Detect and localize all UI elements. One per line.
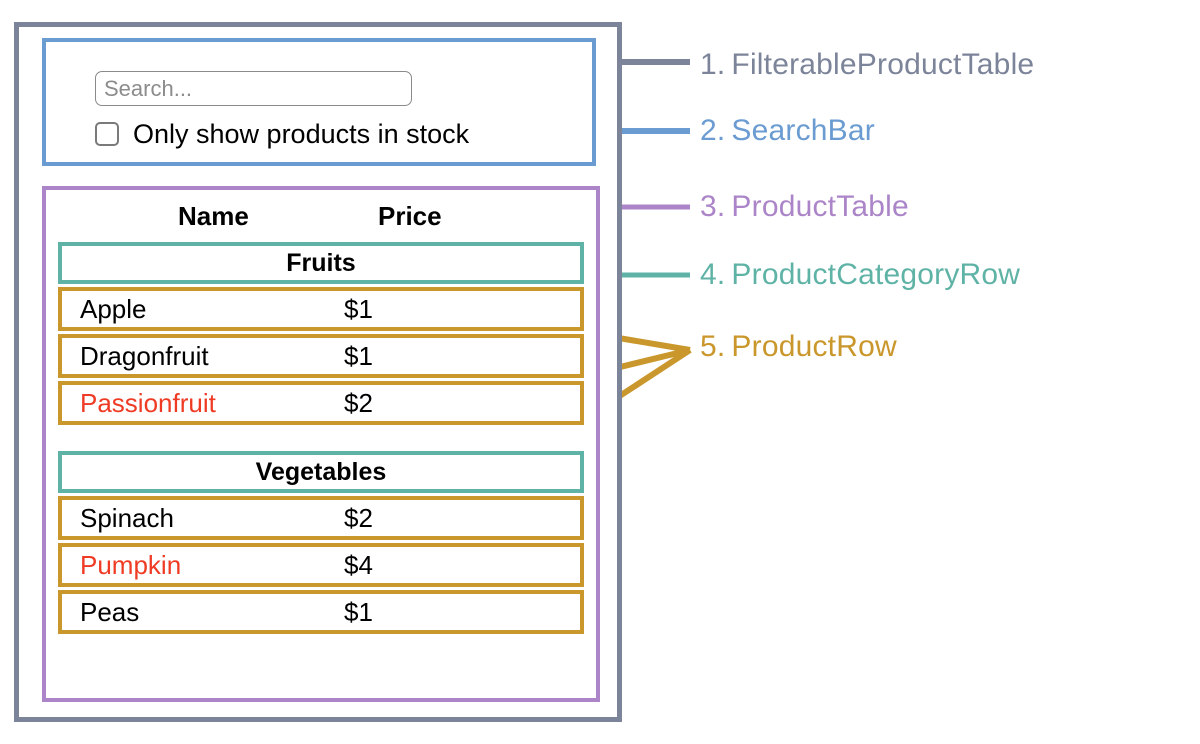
product-name: Pumpkin xyxy=(80,549,182,580)
column-header-price: Price xyxy=(378,201,442,231)
product-price: $2 xyxy=(344,387,373,418)
annotation-label-2: 2.SearchBar xyxy=(700,114,875,148)
product-name: Peas xyxy=(80,596,140,627)
product-category-label: Vegetables xyxy=(255,457,387,486)
annotation-text: ProductCategoryRow xyxy=(731,258,1021,291)
annotation-text: ProductRow xyxy=(731,330,897,363)
product-name: Apple xyxy=(80,293,147,324)
annotation-text: FilterableProductTable xyxy=(731,48,1035,81)
product-price: $1 xyxy=(344,596,373,627)
annotation-label-5: 5.ProductRow xyxy=(700,330,897,364)
annotation-number: 5. xyxy=(700,330,726,363)
product-row: Dragonfruit $1 xyxy=(58,334,584,378)
product-price: $2 xyxy=(344,502,373,533)
table-header-row: Name Price xyxy=(58,194,584,238)
product-row: Pumpkin $4 xyxy=(58,543,584,587)
product-category-row: Fruits xyxy=(58,242,584,284)
annotation-text: SearchBar xyxy=(731,114,875,147)
product-name: Spinach xyxy=(80,502,174,533)
in-stock-checkbox-label: Only show products in stock xyxy=(133,119,470,149)
annotation-number: 4. xyxy=(700,258,726,291)
annotation-number: 2. xyxy=(700,114,726,147)
annotation-label-4: 4.ProductCategoryRow xyxy=(700,258,1020,292)
product-price: $1 xyxy=(344,293,373,324)
checkbox-icon[interactable] xyxy=(95,122,119,146)
product-row: Peas $1 xyxy=(58,590,584,634)
product-category-row: Vegetables xyxy=(58,451,584,493)
column-header-name: Name xyxy=(178,201,249,231)
annotation-number: 3. xyxy=(700,190,726,223)
annotation-number: 1. xyxy=(700,48,726,81)
product-row: Spinach $2 xyxy=(58,496,584,540)
group-spacer xyxy=(58,425,584,447)
search-bar: Search... Only show products in stock xyxy=(42,38,596,166)
annotation-label-1: 1.FilterableProductTable xyxy=(700,48,1034,82)
product-price: $4 xyxy=(344,549,373,580)
product-name: Dragonfruit xyxy=(80,340,209,371)
search-input[interactable]: Search... xyxy=(95,71,412,106)
product-price: $1 xyxy=(344,340,373,371)
product-category-label: Fruits xyxy=(286,248,356,277)
annotation-label-3: 3.ProductTable xyxy=(700,190,909,224)
product-row: Apple $1 xyxy=(58,287,584,331)
product-name: Passionfruit xyxy=(80,387,216,418)
annotation-text: ProductTable xyxy=(731,190,909,223)
product-row: Passionfruit $2 xyxy=(58,381,584,425)
in-stock-checkbox-row[interactable]: Only show products in stock xyxy=(95,120,469,148)
